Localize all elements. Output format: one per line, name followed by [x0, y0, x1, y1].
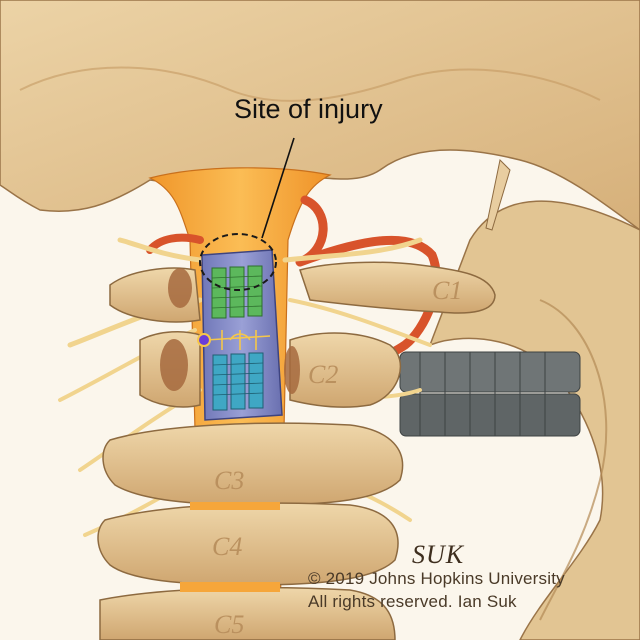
- vertebra-c5: [99, 586, 396, 640]
- styloid-process: [485, 158, 511, 231]
- label-c3: C3: [214, 466, 245, 495]
- copyright-line: © 2019 Johns Hopkins University: [308, 569, 565, 588]
- disc-gap-c4-c5: [180, 582, 280, 592]
- injury-marker: [199, 233, 277, 291]
- axis-c2-cancellous: [160, 339, 188, 391]
- callout-leader: [261, 137, 295, 239]
- rights-line: All rights reserved. Ian Suk: [308, 592, 517, 611]
- skull-shading: [19, 66, 601, 102]
- disc-gap-c3-c4: [190, 502, 280, 510]
- axis-c2-right-cancellous: [284, 346, 300, 394]
- electrode-array-upper: [211, 265, 263, 319]
- vertebral-artery-left: [146, 233, 204, 254]
- label-c5: C5: [214, 610, 245, 639]
- axis-c2: [289, 332, 401, 408]
- mandible-inner: [539, 299, 608, 621]
- electrode-implant: [197, 249, 283, 421]
- atlas-c1: [299, 261, 496, 314]
- vertebra-c3: [102, 422, 404, 506]
- label-c2: C2: [308, 360, 339, 389]
- artist-signature: SUK: [412, 540, 465, 569]
- implant-connector: [197, 333, 211, 347]
- atlas-c1-cancellous: [168, 268, 192, 308]
- label-c4: C4: [212, 532, 243, 561]
- implant-wiring: [205, 330, 271, 350]
- label-c1: C1: [432, 276, 463, 305]
- teeth: [399, 351, 581, 437]
- electrode-array-lower: [212, 352, 264, 411]
- site-of-injury-label: Site of injury: [234, 94, 383, 124]
